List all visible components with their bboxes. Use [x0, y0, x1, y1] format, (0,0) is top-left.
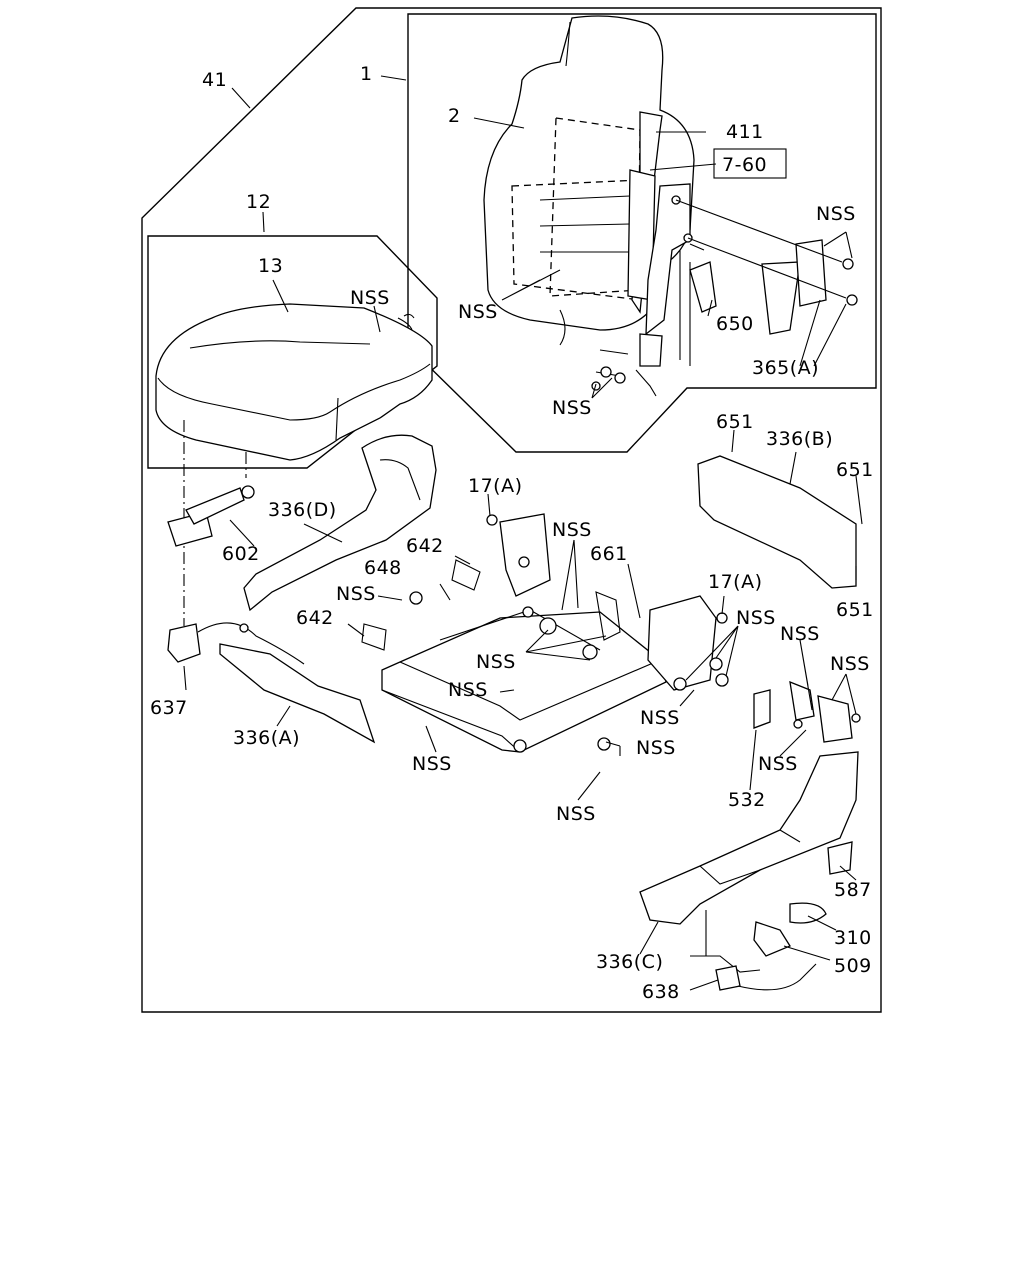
label-1: 1: [360, 63, 373, 85]
seat-back: [483, 15, 695, 346]
label-365a: 365(A): [752, 357, 819, 379]
label-587: 587: [834, 879, 872, 901]
ref-box-7-60: [713, 148, 787, 179]
shield-336a: [219, 643, 376, 744]
label-nss: NSS: [816, 203, 856, 225]
label-nss: NSS: [830, 653, 870, 675]
part-labels: 41 1 2 411 7-60 12 13 NSS NSS NSS 650 36…: [150, 63, 874, 1003]
label-661: 661: [590, 543, 628, 565]
label-nss: NSS: [412, 753, 452, 775]
label-17a: 17(A): [708, 571, 763, 593]
label-13: 13: [258, 255, 283, 277]
label-411: 411: [726, 121, 764, 143]
label-651: 651: [716, 411, 754, 433]
leader-lines: [183, 75, 863, 991]
label-336a: 336(A): [233, 727, 300, 749]
label-nss: NSS: [476, 651, 516, 673]
label-648: 648: [364, 557, 402, 579]
label-532: 532: [728, 789, 766, 811]
label-nss: NSS: [448, 679, 488, 701]
label-651: 651: [836, 459, 874, 481]
label-nss: NSS: [556, 803, 596, 825]
bracket-532: [753, 680, 861, 743]
seat-cushion: [155, 303, 433, 461]
shield-336c-group: [639, 751, 859, 991]
label-336c: 336(C): [596, 951, 663, 973]
label-602: 602: [222, 543, 260, 565]
label-509: 509: [834, 955, 872, 977]
shield-336d: [243, 434, 437, 612]
label-nss: NSS: [636, 737, 676, 759]
label-41: 41: [202, 69, 227, 91]
buckle-602: [167, 485, 255, 547]
label-nss: NSS: [736, 607, 776, 629]
label-310: 310: [834, 927, 872, 949]
label-nss: NSS: [780, 623, 820, 645]
cushion-group-frame: [147, 235, 438, 469]
cable-637: [167, 622, 305, 665]
label-637: 637: [150, 697, 188, 719]
outer-frame: [141, 7, 882, 1013]
label-nss: NSS: [350, 287, 390, 309]
label-336d: 336(D): [268, 499, 337, 521]
label-336b: 336(B): [766, 428, 833, 450]
label-2: 2: [448, 105, 461, 127]
label-638: 638: [642, 981, 680, 1003]
seat-frame: [361, 513, 729, 753]
label-17a: 17(A): [468, 475, 523, 497]
label-7-60: 7-60: [722, 154, 767, 176]
label-650: 650: [716, 313, 754, 335]
label-nss: NSS: [336, 583, 376, 605]
label-nss: NSS: [552, 519, 592, 541]
recliner-mechanism: [591, 183, 858, 397]
label-642: 642: [296, 607, 334, 629]
label-651: 651: [836, 599, 874, 621]
label-nss: NSS: [458, 301, 498, 323]
label-12: 12: [246, 191, 271, 213]
label-642: 642: [406, 535, 444, 557]
shield-336b: [697, 455, 857, 589]
label-nss: NSS: [640, 707, 680, 729]
label-nss: NSS: [758, 753, 798, 775]
label-nss: NSS: [552, 397, 592, 419]
